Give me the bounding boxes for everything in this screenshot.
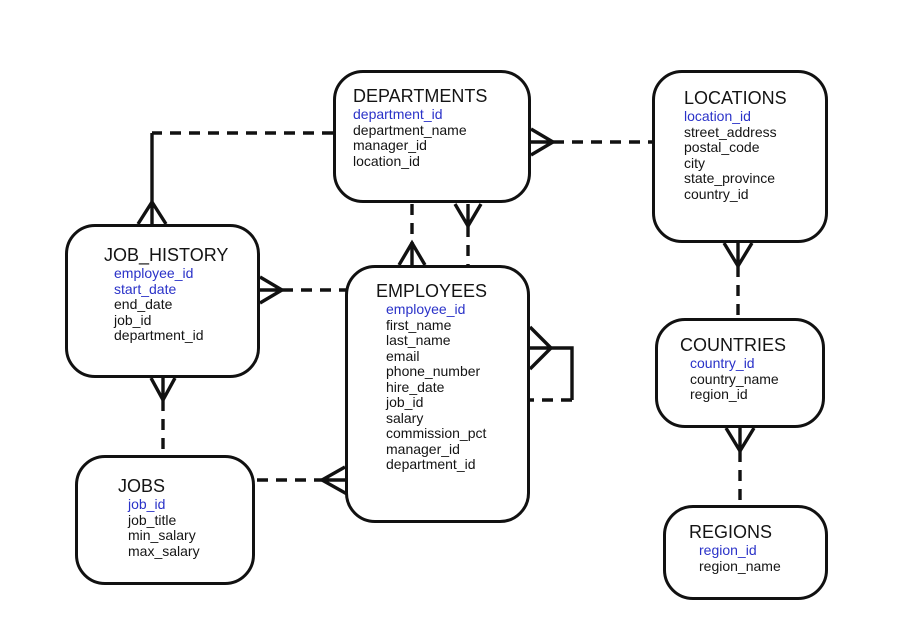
field-primary-key: country_id: [690, 355, 755, 371]
crow-foot-icon: [136, 198, 168, 225]
relationship-employees-self: [528, 325, 574, 402]
field: manager_id: [386, 440, 460, 457]
field: end_date: [114, 296, 173, 312]
entity-title: REGIONS: [689, 522, 773, 542]
crow-foot-icon: [318, 465, 348, 496]
field-primary-key: job_id: [128, 496, 166, 512]
field-primary-key: region_id: [699, 542, 757, 558]
relationship-line: [551, 346, 574, 400]
field-primary-key: employee_id: [386, 301, 466, 317]
field: country_id: [684, 185, 749, 202]
field: phone_number: [386, 363, 481, 379]
field: hire_date: [386, 378, 445, 395]
entity-title: EMPLOYEES: [376, 281, 488, 301]
crow-foot-icon: [528, 325, 554, 371]
field: min_salary: [128, 527, 196, 543]
relationship-employees-departments: [453, 203, 483, 265]
relationship-departments-employees: [397, 204, 427, 266]
relationship-employees-job-history: [259, 275, 347, 305]
field-primary-key: start_date: [114, 280, 177, 297]
field: region_id: [690, 386, 748, 402]
field: job_title: [128, 511, 177, 528]
crow-foot-icon: [397, 239, 427, 266]
field: state_province: [684, 170, 776, 186]
crow-foot-icon: [530, 127, 557, 157]
field: commission_pct: [386, 425, 487, 441]
field: last_name: [386, 332, 451, 348]
field: max_salary: [128, 542, 200, 559]
relationship-departments-job-history: [136, 131, 333, 225]
entity-title: DEPARTMENTS: [353, 86, 488, 106]
field: salary: [386, 409, 424, 426]
field-primary-key: location_id: [684, 108, 751, 124]
field: job_id: [114, 311, 152, 328]
field: first_name: [386, 316, 452, 333]
field-primary-key: department_id: [353, 106, 443, 122]
crow-foot-icon: [724, 427, 756, 455]
field: city: [684, 154, 705, 171]
entity-title: JOB_HISTORY: [104, 245, 229, 265]
field: department_id: [386, 456, 476, 472]
field: job_id: [386, 394, 424, 410]
relationship-locations-departments: [530, 127, 652, 157]
field: region_name: [699, 557, 781, 574]
field: manager_id: [353, 137, 427, 153]
crow-foot-icon: [259, 275, 286, 305]
field: street_address: [684, 123, 777, 140]
entity-title: LOCATIONS: [684, 88, 787, 108]
entity-title: COUNTRIES: [680, 335, 787, 355]
crow-foot-icon: [722, 242, 754, 270]
relationship-jobs-employees: [257, 465, 348, 496]
field: country_name: [690, 370, 779, 387]
field: postal_code: [684, 139, 760, 155]
field: department_id: [114, 327, 204, 343]
relationship-regions-countries: [724, 427, 756, 505]
relationship-jobs-job-history: [149, 377, 177, 455]
field: email: [386, 347, 420, 364]
relationship-countries-locations: [722, 242, 754, 318]
entity-title: JOBS: [118, 476, 166, 496]
crow-foot-icon: [149, 377, 177, 404]
field: location_id: [353, 152, 420, 169]
crow-foot-icon: [453, 203, 483, 230]
field-primary-key: employee_id: [114, 265, 194, 281]
field: department_name: [353, 121, 467, 138]
